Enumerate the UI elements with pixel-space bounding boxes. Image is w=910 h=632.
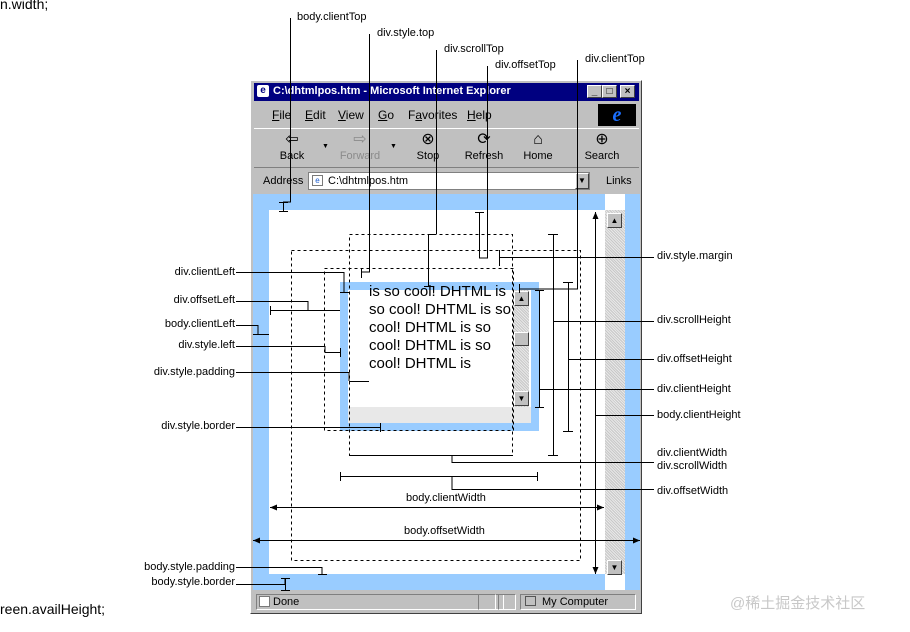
status-panel [498,594,516,610]
label-div-style-padding: div.style.padding [153,366,235,378]
label-body-offsetWidth: body.offsetWidth [404,525,485,537]
label-body-style-padding: body.style.padding [144,561,235,573]
status-panel-main: Done [256,594,504,610]
label-div-style-border: div.style.border [161,420,235,432]
body-border-right [625,194,640,590]
label-div-scrollHeight: div.scrollHeight [657,314,731,326]
close-button[interactable]: × [620,85,635,98]
label-body-style-border: body.style.border [151,576,235,588]
back-button[interactable]: ⇦Back [266,130,318,166]
menu-favorites[interactable]: Favorites [408,108,458,122]
label-div-style-left: div.style.left [178,339,235,351]
label-div-clientWidth: div.clientWidth [657,447,728,459]
stop-button[interactable]: ⊗Stop [402,130,454,166]
body-scrollbar[interactable] [605,210,625,574]
label-div-clientHeight: div.clientHeight [657,383,731,395]
address-value[interactable]: C:\dhtmlpos.htm [328,175,409,187]
zone-text: My Computer [542,596,609,608]
div-text: is so cool! DHTML is so cool! DHTML is s… [369,283,511,372]
div-scroll-down-icon[interactable]: ▼ [514,391,529,406]
home-icon: ⌂ [533,131,543,148]
label-body-clientHeight: body.clientHeight [657,409,741,421]
code-fragment-top: n.width; [0,0,49,12]
forward-dropdown-icon[interactable]: ▼ [390,143,397,150]
scroll-up-icon[interactable]: ▲ [607,213,622,228]
page-icon: e [312,175,323,186]
refresh-button[interactable]: ⟳Refresh [458,130,510,166]
label-div-style-margin: div.style.margin [657,250,733,262]
code-fragment-bottom: reen.availHeight; [0,601,106,617]
minimize-button[interactable]: _ [587,85,602,98]
label-div-offsetHeight: div.offsetHeight [657,353,732,365]
label-div-clientLeft: div.clientLeft [174,266,235,278]
status-zone-panel: My Computer [520,594,636,610]
ie-logo-icon: e [598,104,636,126]
label-div-clientTop: div.clientTop [585,53,645,65]
div-padding-bottom [348,407,531,423]
forward-button[interactable]: ⇨Forward [334,130,386,166]
label-body-clientLeft: body.clientLeft [164,318,235,330]
div-scrollbar[interactable] [513,290,529,407]
div-scroll-thumb[interactable] [514,332,529,346]
forward-arrow-icon: ⇨ [353,131,367,148]
label-div-offsetTop: div.offsetTop [495,59,556,71]
computer-icon [525,596,536,606]
menu-go[interactable]: Go [378,108,395,122]
search-button[interactable]: ⊕Search [576,130,628,166]
label-body-clientTop: body.clientTop [297,11,367,23]
label-div-scrollWidth: div.scrollWidth [657,460,728,472]
scroll-down-icon[interactable]: ▼ [607,560,622,575]
status-text: Done [273,596,300,608]
address-dropdown-icon[interactable]: ▼ [575,173,589,189]
menu-view[interactable]: View [338,108,364,122]
menu-file[interactable]: File [272,108,292,122]
window-title: C:\dhtmlpos.htm - Microsoft Internet Exp… [273,85,511,97]
back-dropdown-icon[interactable]: ▼ [322,143,329,150]
links-button[interactable]: Links [606,175,632,187]
maximize-button[interactable]: □ [602,85,617,98]
label-body-clientWidth: body.clientWidth [406,492,486,504]
home-button[interactable]: ⌂Home [512,130,564,166]
status-panel [478,594,496,610]
ie-page-icon: e [257,85,269,97]
menu-edit[interactable]: Edit [305,108,326,122]
label-div-offsetLeft: div.offsetLeft [173,294,235,306]
search-icon: ⊕ [595,131,609,148]
address-input[interactable] [308,172,590,190]
stop-icon: ⊗ [421,131,435,148]
menu-help[interactable]: Help [467,108,492,122]
back-arrow-icon: ⇦ [285,131,299,148]
label-div-offsetWidth: div.offsetWidth [657,485,729,497]
page-status-icon [259,596,270,607]
toolbar [254,128,639,168]
watermark: @稀土掘金技术社区 [730,595,866,612]
label-div-scrollTop: div.scrollTop [444,43,504,55]
address-label: Address [263,175,304,187]
refresh-icon: ⟳ [477,131,491,148]
div-scroll-up-icon[interactable]: ▲ [514,291,529,306]
label-div-style-top: div.style.top [377,27,435,39]
